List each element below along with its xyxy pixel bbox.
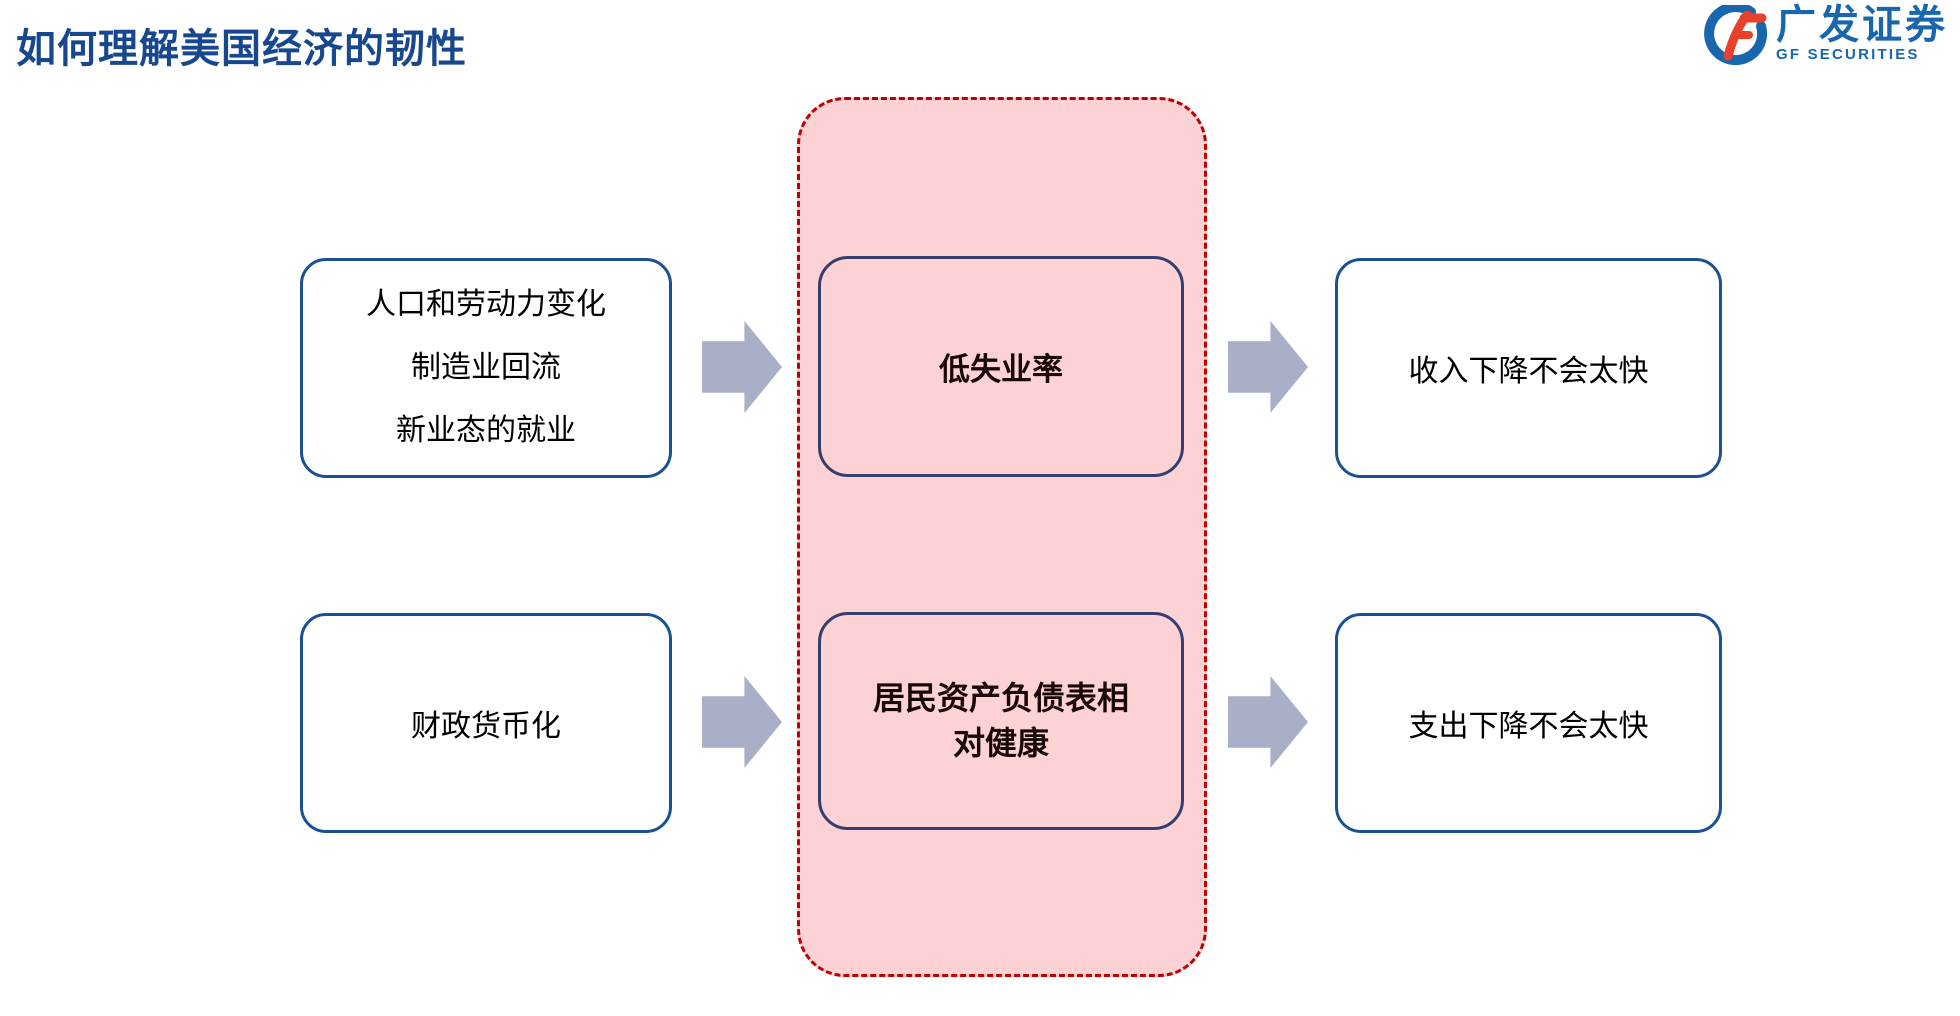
box-labor-line-1: 人口和劳动力变化 [366,288,606,321]
box-spending-decline-label: 支出下降不会太快 [1408,710,1649,743]
box-low-unemployment-label: 低失业率 [939,352,1063,387]
box-spending-decline: 支出下降不会太快 [1335,613,1722,833]
box-labor-factors: 人口和劳动力变化 制造业回流 新业态的就业 [300,258,672,478]
box-income-decline: 收入下降不会太快 [1335,258,1722,478]
box-household-line-1: 居民资产负债表相 [872,679,1129,716]
gf-securities-logo: 广发证券 GF SECURITIES [1702,5,1948,67]
right-arrow-icon [1228,676,1308,768]
box-low-unemployment: 低失业率 [818,256,1184,477]
highlight-dashed-group [797,97,1207,977]
box-household-balance-sheet: 居民资产负债表相 对健康 [818,612,1184,830]
right-arrow-icon [702,676,782,768]
right-arrow-icon [702,321,782,413]
box-labor-line-2: 制造业回流 [411,351,561,384]
gf-logo-text: 广发证券 GF SECURITIES [1776,5,1948,63]
box-labor-line-3: 新业态的就业 [396,414,576,447]
box-income-decline-label: 收入下降不会太快 [1408,355,1649,388]
right-arrow-icon [1228,321,1308,413]
box-fiscal-label: 财政货币化 [411,710,561,743]
gf-logo-icon [1704,5,1768,66]
page-title: 如何理解美国经济的韧性 [16,27,467,71]
gf-logo-chinese-name: 广发证券 [1776,3,1948,47]
box-fiscal-monetization: 财政货币化 [300,613,672,833]
gf-logo-english-name: GF SECURITIES [1776,46,1920,63]
box-household-line-2: 对健康 [952,725,1049,761]
